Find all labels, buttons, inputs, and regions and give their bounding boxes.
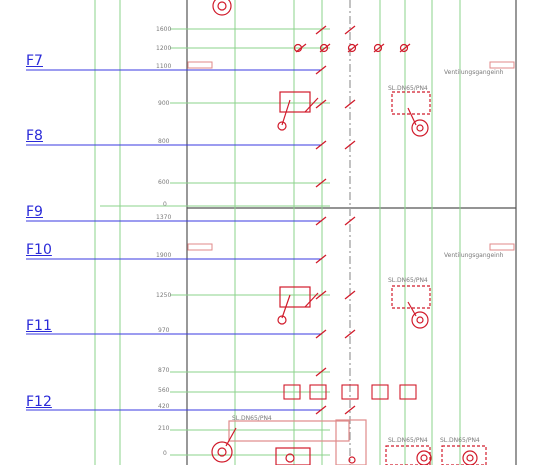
svg-text:800: 800 [158, 138, 170, 145]
frame [186, 0, 517, 465]
label-f9: F9 [26, 204, 43, 220]
green-horizontals [100, 28, 330, 456]
row-tick-labels: 1600 1200 1100 900 800 600 0 1370 1900 1… [156, 26, 171, 457]
tag-unit-b: SL.DN65/PN4 [388, 277, 428, 284]
tag-ventil-b: Ventilungsgangeinh [444, 252, 504, 259]
tag-unit-c: SL.DN65/PN4 [232, 415, 272, 422]
blue-lines [26, 69, 322, 411]
damper-lower-right [391, 285, 431, 329]
valve-row-4 [315, 99, 356, 109]
svg-text:0: 0 [163, 450, 167, 457]
info-boxes [187, 61, 515, 251]
label-f12: F12 [26, 394, 52, 410]
valve-row-8 [315, 254, 327, 264]
label-f8: F8 [26, 128, 43, 144]
valve-row-7 [315, 216, 356, 226]
svg-text:1370: 1370 [156, 214, 171, 221]
valve-marks [315, 25, 356, 415]
svg-text:870: 870 [158, 367, 170, 374]
svg-text:970: 970 [158, 327, 170, 334]
valve-row-11 [315, 367, 327, 377]
svg-text:1600: 1600 [156, 26, 171, 33]
valve-row-10 [315, 329, 356, 339]
tag-unit-a: SL.DN65/PN4 [388, 85, 428, 92]
bottom-assembly [211, 419, 487, 465]
tag-ventil-a: Ventilungsgangeinh [444, 69, 504, 76]
label-f10: F10 [26, 242, 52, 258]
valve-row-12 [315, 405, 356, 415]
check-valve-row [293, 43, 411, 53]
svg-text:560: 560 [158, 387, 170, 394]
svg-text:1100: 1100 [156, 63, 171, 70]
tag-unit-e: SL.DN65/PN4 [440, 437, 480, 444]
valve-row-1 [315, 25, 356, 35]
svg-text:0: 0 [163, 201, 167, 208]
damper-upper-left [277, 91, 319, 131]
valve-row-9 [315, 290, 356, 300]
label-f11: F11 [26, 318, 52, 334]
svg-text:1250: 1250 [156, 292, 171, 299]
instrument-row [283, 384, 417, 400]
top-pump-symbol [212, 0, 232, 16]
svg-text:600: 600 [158, 179, 170, 186]
svg-text:1200: 1200 [156, 45, 171, 52]
svg-text:210: 210 [158, 425, 170, 432]
svg-text:1900: 1900 [156, 252, 171, 259]
valve-row-3 [315, 65, 327, 75]
tag-unit-d: SL.DN65/PN4 [388, 437, 428, 444]
svg-text:900: 900 [158, 100, 170, 107]
valve-row-5 [315, 140, 356, 150]
damper-upper-right [391, 91, 431, 137]
valve-row-6 [315, 178, 327, 188]
green-verticals [94, 0, 461, 465]
label-f7: F7 [26, 53, 43, 69]
damper-lower-left [277, 286, 319, 325]
equipment-tags: SL.DN65/PN4 SL.DN65/PN4 SL.DN65/PN4 SL.D… [232, 69, 504, 444]
svg-text:420: 420 [158, 403, 170, 410]
